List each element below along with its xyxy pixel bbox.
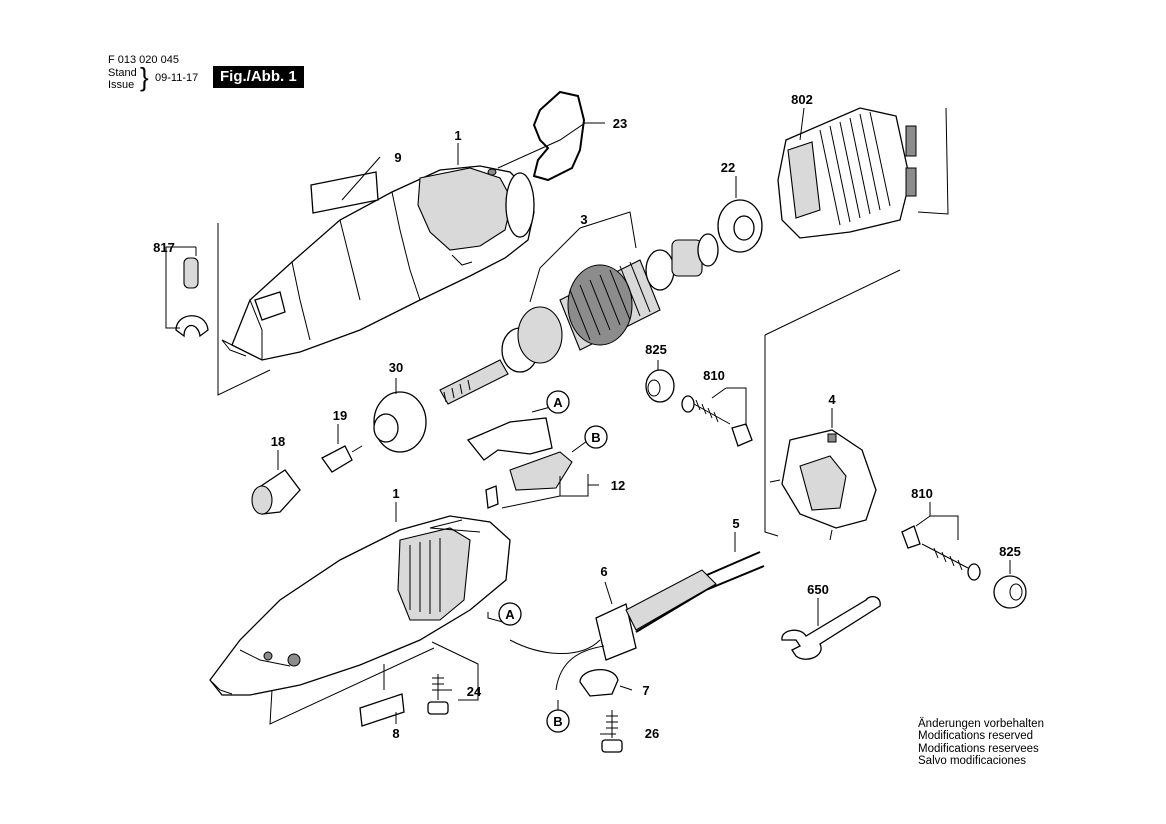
reference-circle-a-1: A [546, 390, 570, 414]
callout-30: 30 [389, 360, 403, 375]
modification-notes: Änderungen vorbehalten Modifications res… [918, 718, 1044, 768]
brush-cap-825-bottom-drawing [993, 575, 1027, 609]
bearing-22-drawing [717, 199, 763, 253]
part-callouts: 1 9 23 817 3 22 802 30 19 18 12 1 24 8 5… [153, 92, 1021, 741]
callout-5: 5 [732, 516, 739, 531]
sleeve-817-drawing [175, 257, 209, 338]
callout-817: 817 [153, 240, 175, 255]
callout-12: 12 [611, 478, 625, 493]
sleeve-6-drawing [595, 569, 717, 661]
reference-circle-b-2: B [546, 709, 570, 733]
brush-810-top-drawing [681, 395, 753, 447]
callout-650: 650 [807, 582, 829, 597]
callout-18: 18 [271, 434, 285, 449]
callout-9: 9 [394, 150, 401, 165]
svg-text:B: B [553, 714, 562, 729]
callout-802: 802 [791, 92, 813, 107]
callout-1-bottom: 1 [392, 486, 399, 501]
bearing-30-drawing [373, 391, 427, 453]
brush-810-bottom-drawing [901, 525, 981, 581]
issue-label: Issue [108, 79, 135, 91]
label-plate-8-drawing [359, 693, 405, 727]
housing-lower-drawing [209, 515, 511, 696]
field-802-drawing [777, 107, 917, 239]
note-fr: Modifications reservees [918, 742, 1039, 755]
callout-24: 24 [467, 684, 482, 699]
reference-circle-b-1: B [584, 425, 608, 449]
end-bell-4-drawing [769, 429, 877, 541]
leader-lines [165, 107, 1011, 735]
header-brace: } [140, 62, 149, 92]
note-en: Modifications reserved [918, 730, 1034, 743]
collet-19-drawing [321, 445, 363, 473]
stand-label: Stand [108, 67, 137, 79]
callout-3: 3 [580, 212, 587, 227]
callout-7: 7 [642, 683, 649, 698]
issue-date: 09-11-17 [155, 72, 199, 84]
callout-23: 23 [613, 116, 627, 131]
callout-22: 22 [721, 160, 735, 175]
screw-24-drawing [427, 674, 449, 715]
callout-26: 26 [645, 726, 659, 741]
clip-23-drawing [532, 90, 586, 182]
housing-upper-drawing [221, 165, 535, 361]
doc-number: F 013 020 045 [108, 54, 179, 66]
screw-26-drawing [601, 710, 623, 753]
reference-circle-a-2: A [498, 602, 522, 626]
brush-cap-825-top-drawing [645, 369, 675, 403]
note-es: Salvo modificaciones [918, 755, 1027, 768]
collet-nut-18-drawing [251, 469, 301, 515]
svg-text:A: A [553, 395, 563, 410]
svg-text:A: A [505, 607, 515, 622]
brush-holder-12-drawing [466, 417, 573, 509]
callout-825-top: 825 [645, 342, 667, 357]
figure-label: Fig./Abb. 1 [213, 66, 304, 88]
callout-810-bottom: 810 [911, 486, 933, 501]
callout-4: 4 [828, 392, 836, 407]
callout-825-bottom: 825 [999, 544, 1021, 559]
armature-3-drawing [439, 233, 719, 405]
callout-8: 8 [392, 726, 399, 741]
wires-drawing [509, 639, 605, 691]
callout-6: 6 [600, 564, 607, 579]
callout-810-top: 810 [703, 368, 725, 383]
callout-1-top: 1 [454, 128, 461, 143]
note-de: Änderungen vorbehalten [918, 718, 1044, 730]
wrench-650-drawing [781, 595, 881, 660]
clamp-7-drawing [579, 668, 619, 697]
label-plate-9-drawing [310, 171, 379, 214]
callout-19: 19 [333, 408, 347, 423]
svg-text:B: B [591, 430, 600, 445]
